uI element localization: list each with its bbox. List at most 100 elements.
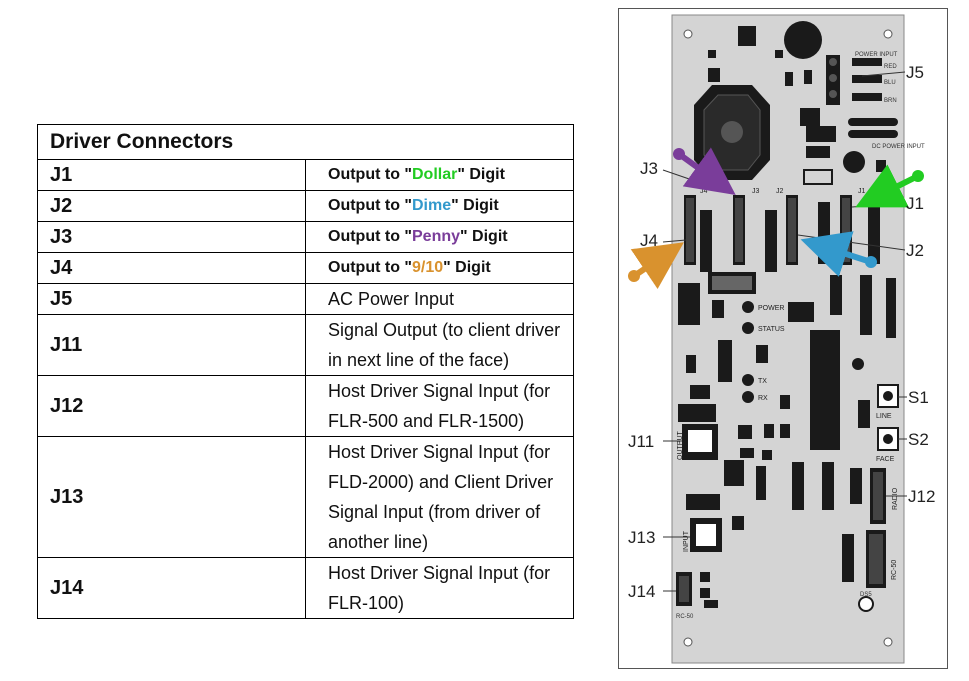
mounting-holes bbox=[683, 29, 893, 647]
chip bbox=[852, 93, 882, 101]
dime-highlight: Dime bbox=[412, 197, 452, 214]
chip bbox=[700, 572, 710, 582]
chip bbox=[738, 425, 752, 439]
chip bbox=[852, 58, 882, 66]
chip bbox=[740, 448, 754, 458]
chip bbox=[686, 494, 720, 510]
j2-callout: J2 bbox=[906, 241, 924, 260]
j3-silk-label: J3 bbox=[752, 188, 760, 195]
table-row: J4 Output to "9/10" Digit bbox=[37, 252, 574, 284]
table-row: J1 Output to "Dollar" Digit bbox=[37, 159, 574, 191]
power-input-label: POWER INPUT bbox=[855, 52, 898, 58]
resistor bbox=[848, 118, 898, 126]
chip bbox=[764, 424, 774, 438]
output-label: OUTPUT bbox=[677, 431, 684, 461]
chip bbox=[724, 460, 744, 486]
chip bbox=[678, 404, 716, 422]
rc50-label: RC-50 bbox=[891, 560, 898, 580]
power-led-label: POWER bbox=[758, 305, 784, 312]
chip bbox=[712, 300, 724, 318]
connector-key: J11 bbox=[37, 314, 306, 376]
j1-callout: J1 bbox=[906, 194, 924, 213]
battery-contact bbox=[721, 121, 743, 143]
connector-description: Output to "Penny" Digit bbox=[305, 221, 574, 253]
connector-key: J13 bbox=[37, 436, 306, 558]
rx-led-label: RX bbox=[758, 395, 768, 402]
dollar-highlight: Dollar bbox=[412, 166, 458, 183]
connector-description: Host Driver Signal Input (for FLR-100) bbox=[305, 557, 574, 619]
blu-wire-label: BLU bbox=[884, 80, 896, 86]
connector-description: AC Power Input bbox=[305, 283, 574, 315]
chip bbox=[860, 275, 872, 335]
chip bbox=[708, 50, 716, 58]
chip bbox=[700, 588, 710, 598]
connector-description: Output to "Dime" Digit bbox=[305, 190, 574, 222]
j4-silk-label: J4 bbox=[700, 188, 708, 195]
ds5-label: DS5 bbox=[860, 592, 872, 598]
chip bbox=[690, 385, 710, 399]
connector-key: J14 bbox=[37, 557, 306, 619]
chip bbox=[886, 278, 896, 338]
status-led bbox=[742, 322, 754, 334]
penny-arrow bbox=[673, 147, 736, 196]
table-row: J13 Host Driver Signal Input (for FLD-20… bbox=[37, 436, 574, 558]
j5-callout: J5 bbox=[906, 63, 924, 82]
connector-key: J3 bbox=[37, 221, 306, 253]
dime-arrow bbox=[800, 231, 877, 277]
status-led-label: STATUS bbox=[758, 326, 785, 333]
connector-description: Host Driver Signal Input (for FLD-2000) … bbox=[305, 436, 574, 558]
connector-key: J4 bbox=[37, 252, 306, 284]
table-title: Driver Connectors bbox=[37, 124, 574, 160]
table-row: J11 Signal Output (to client driver in n… bbox=[37, 314, 574, 376]
chip bbox=[806, 126, 836, 142]
chip bbox=[876, 160, 886, 172]
connector-description: Signal Output (to client driver in next … bbox=[305, 314, 574, 376]
nine-tenths-highlight: 9/10 bbox=[412, 259, 444, 276]
chip bbox=[806, 146, 830, 158]
chip bbox=[858, 400, 870, 428]
chip bbox=[686, 355, 696, 373]
chip bbox=[765, 210, 777, 272]
connector-description: Output to "9/10" Digit bbox=[305, 252, 574, 284]
j4-callout: J4 bbox=[640, 231, 658, 250]
ds5-led bbox=[858, 596, 874, 612]
chip bbox=[780, 395, 790, 409]
connector-description: Host Driver Signal Input (for FLR-500 an… bbox=[305, 375, 574, 437]
s1-callout: S1 bbox=[908, 388, 929, 407]
chip bbox=[804, 70, 812, 84]
connector-key: J12 bbox=[37, 375, 306, 437]
chip bbox=[700, 210, 712, 272]
chip bbox=[800, 108, 820, 126]
table-row: J3 Output to "Penny" Digit bbox=[37, 221, 574, 253]
table-row: J2 Output to "Dime" Digit bbox=[37, 190, 574, 222]
chip bbox=[818, 202, 830, 264]
dollar-arrow bbox=[855, 164, 924, 208]
microcontroller bbox=[810, 330, 840, 450]
tx-led bbox=[742, 374, 754, 386]
chip bbox=[785, 72, 793, 86]
table-row: J14 Host Driver Signal Input (for FLR-10… bbox=[37, 557, 574, 619]
chip bbox=[780, 424, 790, 438]
j13-callout: J13 bbox=[628, 528, 655, 547]
connector-key: J2 bbox=[37, 190, 306, 222]
j3-callout: J3 bbox=[640, 159, 658, 178]
s2-callout: S2 bbox=[908, 430, 929, 449]
chip bbox=[788, 302, 814, 322]
brn-wire-label: BRN bbox=[884, 98, 897, 104]
chip bbox=[830, 275, 842, 315]
face-label: FACE bbox=[876, 456, 895, 463]
connector-key: J1 bbox=[37, 159, 306, 191]
buzzer bbox=[784, 21, 822, 59]
line-label: LINE bbox=[876, 413, 892, 420]
tx-led-label: TX bbox=[758, 378, 767, 385]
j1-silk-label: J1 bbox=[858, 188, 866, 195]
chip bbox=[708, 68, 720, 82]
chip bbox=[732, 516, 744, 530]
jumper bbox=[803, 169, 833, 185]
chip bbox=[756, 466, 766, 500]
chip bbox=[852, 75, 882, 83]
chip bbox=[842, 534, 854, 582]
jumper-block bbox=[678, 283, 700, 325]
resistor bbox=[848, 130, 898, 138]
chip bbox=[792, 462, 804, 510]
